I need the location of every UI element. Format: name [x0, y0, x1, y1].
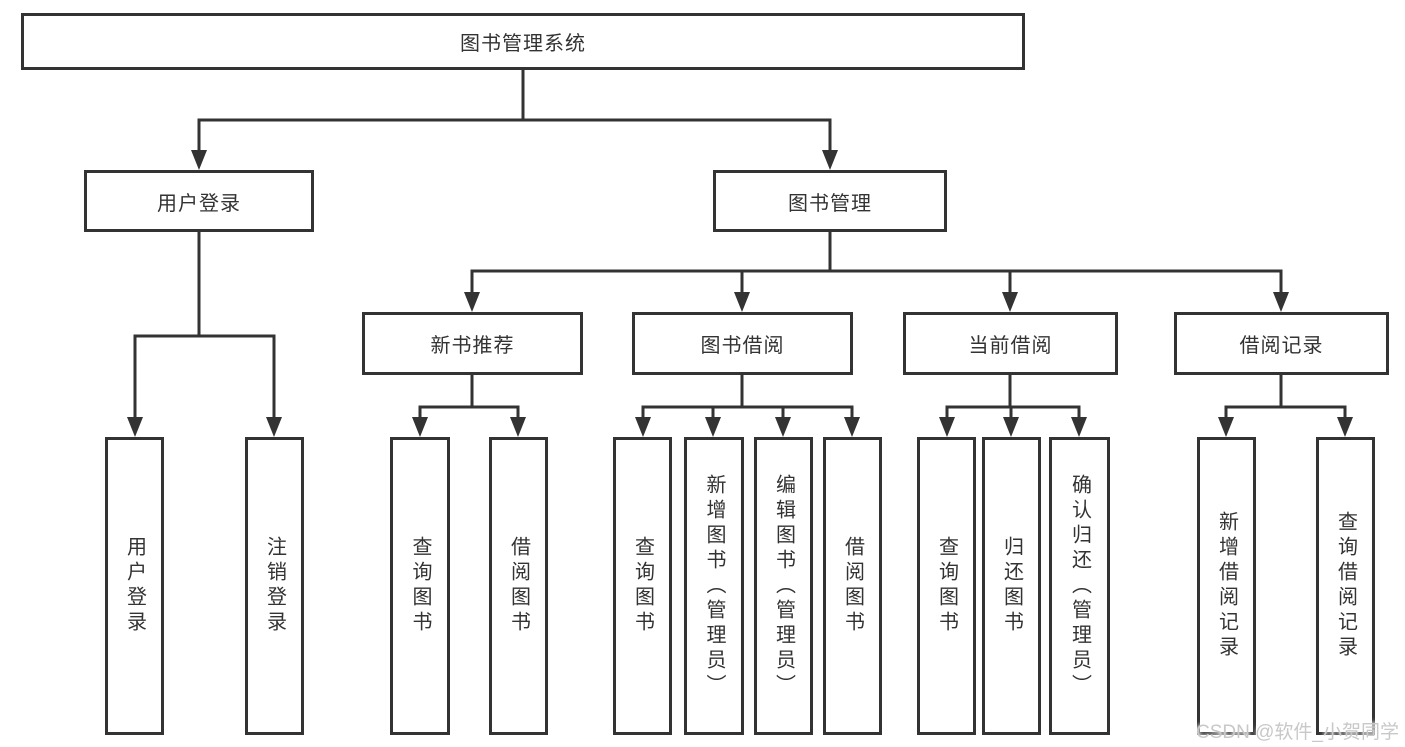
arrow-down-icon: [1002, 292, 1018, 312]
leaf-query-borrow-record: 查询借阅记录: [1316, 437, 1375, 735]
leaf-add-borrow-record: 新增借阅记录: [1197, 437, 1256, 735]
leaf-label: 用户登录: [123, 536, 146, 636]
leaf-query-books-borrow: 查询图书: [613, 437, 672, 735]
leaf-user-login: 用户登录: [105, 437, 164, 735]
node-book-borrow: 图书借阅: [632, 312, 853, 375]
arrow-down-icon: [844, 417, 860, 437]
node-current-borrow: 当前借阅: [903, 312, 1118, 375]
leaf-logout: 注销登录: [245, 437, 304, 735]
arrow-down-icon: [191, 150, 207, 170]
arrowheads: [127, 150, 1353, 437]
leaf-query-books-current: 查询图书: [917, 437, 976, 735]
arrow-down-icon: [266, 417, 282, 437]
leaf-label: 查询图书: [631, 536, 654, 636]
connector-new-book-branch: [418, 375, 520, 421]
arrow-down-icon: [705, 417, 721, 437]
arrow-down-icon: [775, 417, 791, 437]
node-user-login: 用户登录: [84, 170, 314, 232]
arrow-down-icon: [635, 417, 651, 437]
leaf-label: 借阅图书: [841, 536, 864, 636]
leaf-label: 查询借阅记录: [1334, 511, 1357, 661]
leaf-label: 借阅图书: [507, 536, 530, 636]
connector-book-borrow-branch: [641, 375, 854, 421]
leaf-label: 确认归还（管理员）: [1068, 473, 1091, 699]
leaf-label: 新增借阅记录: [1215, 511, 1238, 661]
arrow-down-icon: [1337, 417, 1353, 437]
leaf-query-books-recommend: 查询图书: [390, 437, 450, 735]
arrow-down-icon: [939, 417, 955, 437]
arrow-down-icon: [822, 150, 838, 170]
leaf-label: 查询图书: [409, 536, 431, 636]
node-book-management: 图书管理: [713, 170, 947, 232]
leaf-label: 注销登录: [263, 536, 286, 636]
arrow-down-icon: [510, 417, 526, 437]
node-borrow-records: 借阅记录: [1174, 312, 1389, 375]
arrow-down-icon: [1273, 292, 1289, 312]
csdn-watermark: CSDN @软件_小贺同学: [1196, 722, 1399, 743]
connector-borrow-records-branch: [1224, 375, 1347, 421]
connector-book-mgmt-to-level3: [470, 232, 1283, 296]
arrow-down-icon: [1003, 417, 1019, 437]
leaf-label: 新增图书（管理员）: [703, 473, 725, 699]
arrow-down-icon: [464, 292, 480, 312]
leaf-add-books-admin: 新增图书（管理员）: [684, 437, 744, 735]
arrow-down-icon: [1218, 417, 1234, 437]
connector-user-login-branch: [133, 232, 276, 421]
arrow-down-icon: [1071, 417, 1087, 437]
leaf-edit-books-admin: 编辑图书（管理员）: [754, 437, 813, 735]
leaf-label: 查询图书: [935, 536, 958, 636]
leaf-label: 编辑图书（管理员）: [772, 473, 795, 699]
leaf-return-books: 归还图书: [982, 437, 1041, 735]
connector-current-borrow-branch: [945, 375, 1081, 421]
connector-root-to-level2: [197, 68, 832, 154]
leaf-confirm-return-admin: 确认归还（管理员）: [1049, 437, 1110, 735]
arrow-down-icon: [127, 417, 143, 437]
leaf-borrow-books: 借阅图书: [823, 437, 882, 735]
node-root: 图书管理系统: [21, 13, 1025, 70]
leaf-label: 归还图书: [1000, 536, 1023, 636]
leaf-borrow-books-recommend: 借阅图书: [489, 437, 548, 735]
node-new-book-recommend: 新书推荐: [362, 312, 583, 375]
arrow-down-icon: [412, 417, 428, 437]
arrow-down-icon: [734, 292, 750, 312]
